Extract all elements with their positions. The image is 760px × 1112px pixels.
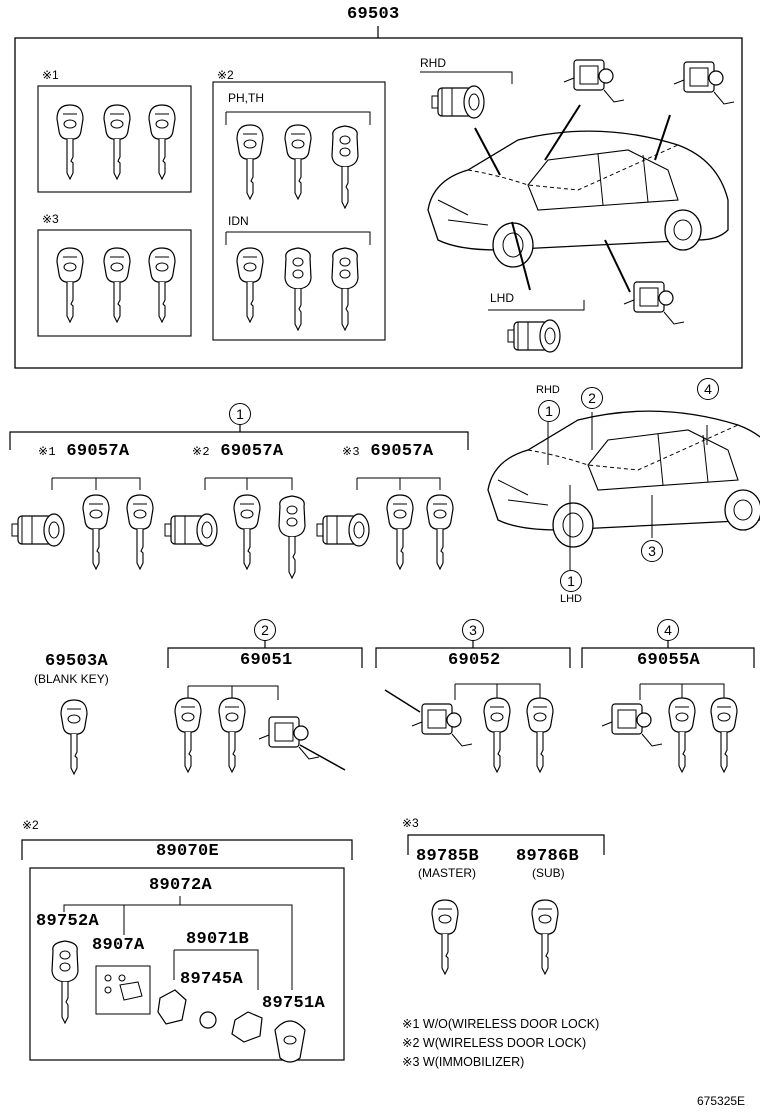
car-callout-1-rhd: 1 [538, 400, 560, 422]
immobilizer-master-desc: (MASTER) [418, 866, 476, 880]
transmitter-board-part: 8907A [92, 936, 145, 955]
set-3-part: ※3 69057A [342, 442, 434, 461]
callout-1: 1 [229, 403, 251, 425]
note-2: ※2 W(WIRELESS DOOR LOCK) [402, 1036, 587, 1050]
top-assembly-part: 69503 [347, 5, 400, 24]
car-lhd-label: LHD [560, 593, 583, 605]
drawing-code: 675325E [697, 1094, 746, 1108]
note-1: ※1 W/O(WIRELESS DOOR LOCK) [402, 1017, 600, 1031]
rhd-label: RHD [420, 56, 446, 70]
lock-set-callout-3: 3 [462, 619, 484, 641]
transmitter-mark: ※2 [22, 818, 39, 832]
set-1-part: ※1 69057A [38, 442, 130, 461]
lock-set-callout-4: 4 [657, 619, 679, 641]
lock-set-3-part: 69052 [448, 651, 501, 670]
group-1-label: ※1 [42, 68, 59, 82]
immobilizer-master-part: 89785B [416, 847, 480, 866]
idn-label: IDN [228, 214, 249, 228]
blank-key-desc: (BLANK KEY) [34, 672, 109, 686]
car-callout-4: 4 [697, 378, 719, 400]
lock-set-4-part: 69055A [637, 651, 701, 670]
transmitter-assembly-part: 89070E [156, 842, 220, 861]
transmitter-cover-part: 89751A [262, 994, 326, 1013]
group-3-label: ※3 [42, 212, 59, 226]
lhd-label: LHD [490, 291, 515, 305]
immobilizer-mark: ※3 [402, 816, 419, 830]
lock-set-callout-2: 2 [254, 619, 276, 641]
note-3: ※3 W(IMMOBILIZER) [402, 1055, 525, 1069]
transmitter-case-part: 89071B [186, 930, 250, 949]
car-callout-1-lhd: 1 [560, 570, 582, 592]
car-callout-2: 2 [581, 387, 603, 409]
car-rhd-label: RHD [536, 384, 560, 396]
transmitter-key-part: 89752A [36, 912, 100, 931]
ph-th-label: PH,TH [228, 91, 264, 105]
immobilizer-sub-desc: (SUB) [532, 866, 565, 880]
transmitter-battery-part: 89745A [180, 970, 244, 989]
group-2-label: ※2 [217, 68, 234, 82]
immobilizer-sub-part: 89786B [516, 847, 580, 866]
set-2-part: ※2 69057A [192, 442, 284, 461]
car-callout-3: 3 [641, 540, 663, 562]
blank-key-part: 69503A [45, 652, 109, 671]
lock-set-2-part: 69051 [240, 651, 293, 670]
transmitter-sub-part: 89072A [149, 876, 213, 895]
